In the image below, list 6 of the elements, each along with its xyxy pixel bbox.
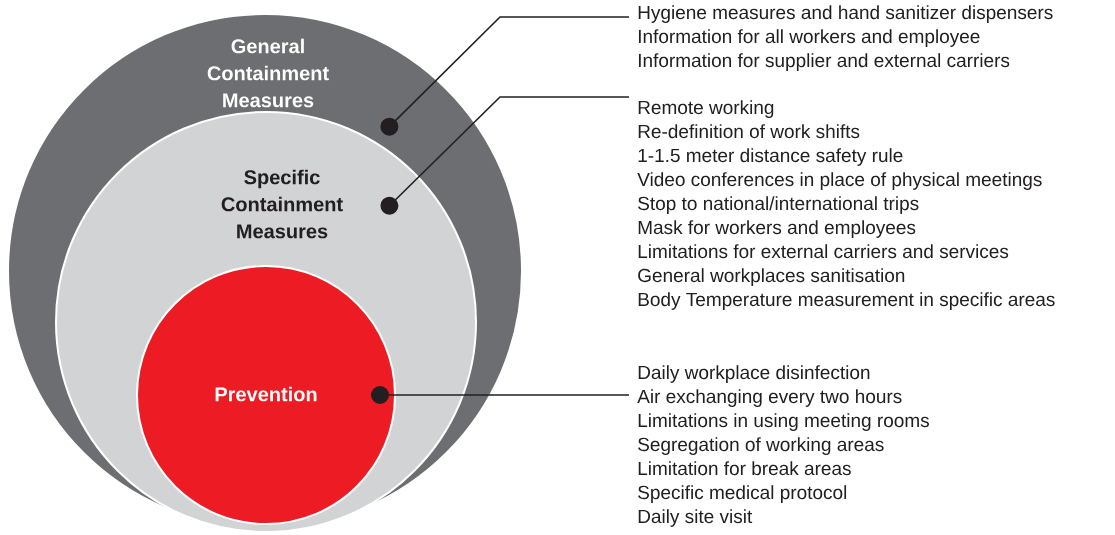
leader-line <box>380 16 630 136</box>
text-list: Remote working Re-definition of work shifts 1-1.5 meter distance safety rule Video conferences in place of physical meetings Stop to national/international trips Mask for workers and employees Limitations for external carriers and services General workplaces sanitisation Body Temperature measurement in specific areas <box>637 100 1055 310</box>
text-list: Hygiene measures and hand sanitizer dispensers Information for all workers and employee Information for supplier and external carriers <box>638 5 1053 71</box>
leader-line <box>371 386 630 404</box>
leader-line <box>380 96 630 215</box>
text-list: Daily workplace disinfection Air exchanging every two hours Limitations in using meeting rooms Segregation of working areas Limitation for break areas Specific medical protocol Daily site visit <box>637 365 929 527</box>
